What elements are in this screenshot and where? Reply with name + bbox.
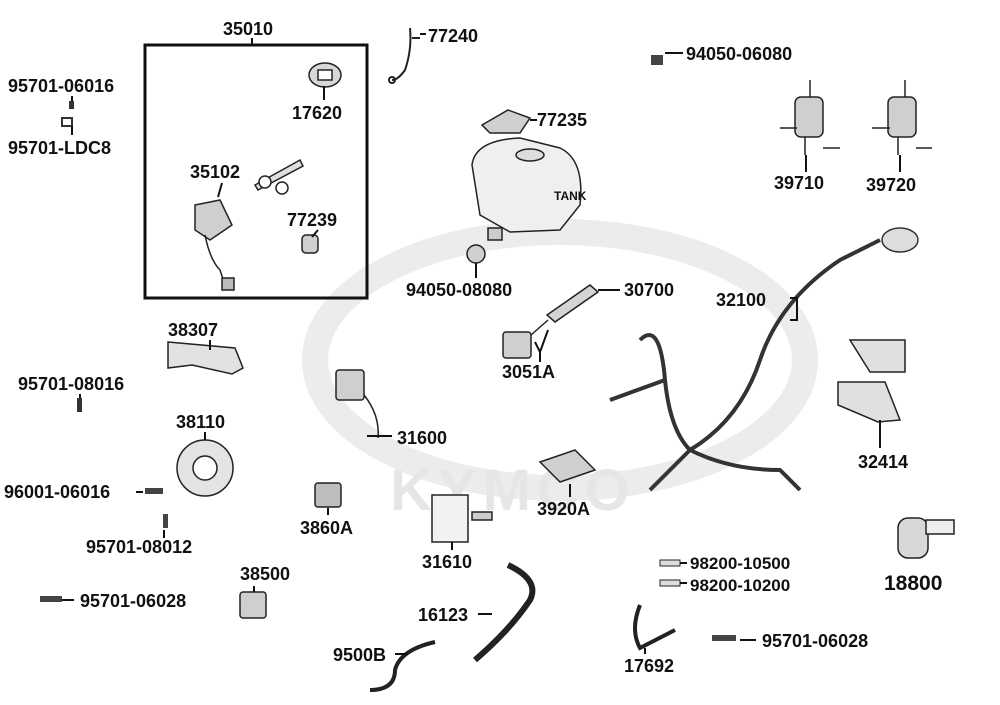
part-fuel-tank xyxy=(471,137,582,241)
callout-3920a[interactable]: 3920A xyxy=(537,499,590,519)
part-95701-06028-bolt-left[interactable] xyxy=(40,596,62,602)
part-39720-fuel-pump[interactable] xyxy=(872,80,932,155)
callout-95701-06028-left[interactable]: 95701-06028 xyxy=(80,591,186,611)
part-94050-08080-grommet[interactable] xyxy=(466,244,486,264)
callout-95701-ldc8[interactable]: 95701-LDC8 xyxy=(8,138,111,158)
watermark-text: KYMCO xyxy=(390,458,636,523)
callout-94050-08080[interactable]: 94050-08080 xyxy=(406,280,512,300)
part-3051A-ignition-coil[interactable] xyxy=(502,319,549,359)
callout-30700[interactable]: 30700 xyxy=(624,280,674,300)
part-30700-plug-cap[interactable] xyxy=(545,284,600,323)
ignition-set-box xyxy=(143,43,369,300)
part-38307-bracket[interactable] xyxy=(167,341,244,375)
part-38500-buzzer[interactable] xyxy=(239,591,267,619)
callout-18800[interactable]: 18800 xyxy=(884,572,942,595)
part-35102-ignition-lock[interactable] xyxy=(194,158,304,291)
callout-39720[interactable]: 39720 xyxy=(866,175,916,195)
callout-95701-06028-right[interactable]: 95701-06028 xyxy=(762,631,868,651)
callout-38110[interactable]: 38110 xyxy=(176,412,225,432)
callout-98200-10500[interactable]: 98200-10500 xyxy=(690,554,790,573)
callout-3860a[interactable]: 3860A xyxy=(300,518,353,538)
part-3860A-relay[interactable] xyxy=(314,482,342,508)
part-95701-06028-bolt-right[interactable] xyxy=(712,635,736,641)
part-77235-bracket[interactable] xyxy=(480,109,532,134)
callout-77240[interactable]: 77240 xyxy=(428,26,478,46)
callout-39710[interactable]: 39710 xyxy=(774,173,824,193)
part-31610-diode[interactable] xyxy=(431,494,493,543)
callout-95701-08012[interactable]: 95701-08012 xyxy=(86,537,192,557)
part-77239-lock-cylinder[interactable] xyxy=(301,234,319,254)
part-32414-rubber-boot[interactable] xyxy=(837,339,906,423)
leader-lines xyxy=(62,33,901,655)
callout-32414[interactable]: 32414 xyxy=(858,452,908,472)
part-95701-08016-bolt[interactable] xyxy=(77,398,82,412)
callout-95701-08016[interactable]: 95701-08016 xyxy=(18,374,124,394)
callout-9500b[interactable]: 9500B xyxy=(333,645,386,665)
part-98200-10200-fuse[interactable] xyxy=(659,579,681,587)
part-16123-hose[interactable] xyxy=(473,562,536,663)
callout-95701-06016[interactable]: 95701-06016 xyxy=(8,76,114,96)
callout-35010[interactable]: 35010 xyxy=(223,19,273,39)
callout-31600[interactable]: 31600 xyxy=(397,428,447,448)
part-38110-horn[interactable] xyxy=(176,439,234,497)
callout-38500[interactable]: 38500 xyxy=(240,564,290,584)
callout-98200-10200[interactable]: 98200-10200 xyxy=(690,576,790,595)
part-95701-08012-bolt[interactable] xyxy=(163,514,168,528)
part-94050-06080-clip[interactable] xyxy=(651,55,663,65)
callout-77239[interactable]: 77239 xyxy=(287,210,337,230)
callout-32100[interactable]: 32100 xyxy=(716,290,766,310)
part-9500B-tube[interactable] xyxy=(369,640,436,692)
callout-77235[interactable]: 77235 xyxy=(537,110,587,130)
part-3920A-cdi[interactable] xyxy=(538,449,597,483)
part-31600-regulator[interactable] xyxy=(335,369,379,439)
part-98200-10500-fuse[interactable] xyxy=(659,559,681,567)
callout-31610[interactable]: 31610 xyxy=(422,552,472,572)
part-17692-hose[interactable] xyxy=(633,604,676,651)
callout-96001-06016[interactable]: 96001-06016 xyxy=(4,482,110,502)
part-18800-rubber-cap[interactable] xyxy=(897,517,955,559)
part-17620-cover[interactable] xyxy=(308,62,342,88)
callout-16123[interactable]: 16123 xyxy=(418,605,468,625)
tank-label: TANK xyxy=(554,189,587,203)
callout-17620[interactable]: 17620 xyxy=(292,103,342,123)
callout-labels: 35010 77240 94050-06080 95701-06016 9570… xyxy=(4,19,942,676)
part-95701-06016-screw[interactable] xyxy=(61,101,74,127)
part-32100-wire-harness[interactable] xyxy=(609,227,919,492)
brand-watermark: KYMCO xyxy=(302,219,818,523)
callout-17692[interactable]: 17692 xyxy=(624,656,674,676)
callout-38307[interactable]: 38307 xyxy=(168,320,218,340)
callout-94050-06080[interactable]: 94050-06080 xyxy=(686,44,792,64)
part-39710-fuel-pump[interactable] xyxy=(780,80,840,155)
part-96001-06016-bolt[interactable] xyxy=(145,488,163,494)
callout-35102[interactable]: 35102 xyxy=(190,162,240,182)
callout-3051a[interactable]: 3051A xyxy=(502,362,555,382)
part-77240-cable[interactable] xyxy=(388,27,420,84)
